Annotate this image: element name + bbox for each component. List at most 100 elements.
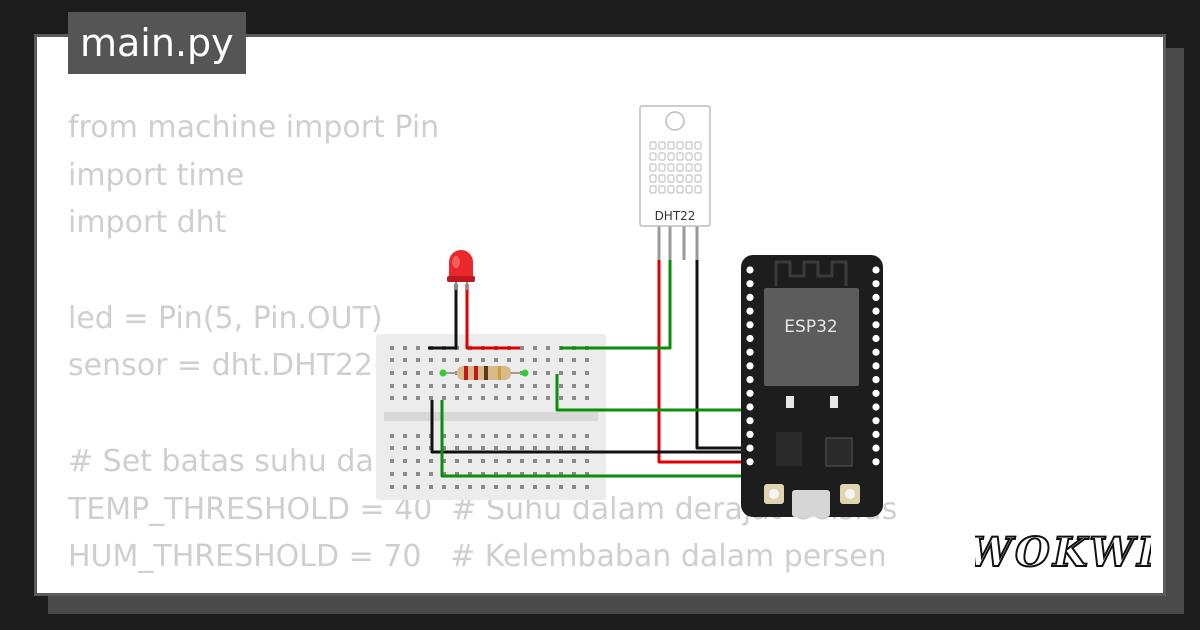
- breadboard-hole: [533, 396, 537, 400]
- header-pin: [872, 376, 880, 384]
- breadboard-hole: [572, 384, 576, 388]
- sensor-vent: [658, 141, 666, 150]
- breadboard-hole: [429, 472, 433, 476]
- breadboard-hole: [468, 384, 472, 388]
- header-pin: [746, 403, 754, 411]
- breadboard-hole: [416, 485, 420, 489]
- file-name-tab: main.py: [68, 12, 246, 74]
- breadboard-hole: [442, 446, 446, 450]
- breadboard-hole: [481, 396, 485, 400]
- esp32-label: ESP32: [784, 317, 837, 337]
- breadboard-hole: [429, 459, 433, 463]
- breadboard-hole: [416, 434, 420, 438]
- resistor: [439, 366, 529, 380]
- breadboard-hole: [416, 346, 420, 350]
- breadboard-hole: [507, 485, 511, 489]
- breadboard-hole: [481, 459, 485, 463]
- breadboard-hole: [390, 472, 394, 476]
- header-pin: [746, 389, 754, 397]
- sensor-vent: [649, 163, 657, 172]
- breadboard-hole: [533, 485, 537, 489]
- breadboard-hole: [403, 396, 407, 400]
- breadboard-hole: [585, 371, 589, 375]
- breadboard-hole: [520, 346, 524, 350]
- sensor-vent: [658, 174, 666, 183]
- breadboard-hole: [390, 485, 394, 489]
- header-pin: [746, 307, 754, 315]
- breadboard-hole: [520, 358, 524, 362]
- breadboard-hole: [390, 346, 394, 350]
- breadboard-hole: [572, 371, 576, 375]
- breadboard-hole: [546, 472, 550, 476]
- sensor-vent: [667, 152, 675, 161]
- breadboard-hole: [520, 384, 524, 388]
- breadboard-hole: [559, 485, 563, 489]
- breadboard-hole: [533, 371, 537, 375]
- sensor-vent: [694, 152, 702, 161]
- breadboard-hole: [585, 396, 589, 400]
- breadboard-hole: [520, 459, 524, 463]
- header-pin: [872, 293, 880, 301]
- breadboard-hole: [442, 485, 446, 489]
- breadboard-hole: [442, 384, 446, 388]
- breadboard-hole: [494, 384, 498, 388]
- breadboard-hole: [455, 459, 459, 463]
- sensor-vent: [649, 174, 657, 183]
- header-pin: [746, 376, 754, 384]
- breadboard-hole: [455, 485, 459, 489]
- sensor-vent: [685, 174, 693, 183]
- sensor-vent: [694, 185, 702, 194]
- breadboard-hole: [416, 472, 420, 476]
- breadboard-hole: [481, 358, 485, 362]
- breadboard-hole: [442, 434, 446, 438]
- breadboard-hole: [468, 472, 472, 476]
- code-line: sensor = dht.DHT22(: [68, 348, 385, 384]
- breadboard-hole: [416, 384, 420, 388]
- sensor-vent: [676, 141, 684, 150]
- breadboard-hole: [507, 384, 511, 388]
- header-pin: [872, 321, 880, 329]
- breadboard-hole: [468, 459, 472, 463]
- breadboard-hole: [403, 371, 407, 375]
- breadboard-hole: [390, 459, 394, 463]
- breadboard-hole: [429, 485, 433, 489]
- breadboard-hole: [494, 396, 498, 400]
- header-pin: [872, 280, 880, 288]
- breadboard-hole: [546, 346, 550, 350]
- breadboard-hole: [403, 485, 407, 489]
- sensor-vent: [667, 185, 675, 194]
- breadboard-hole: [507, 472, 511, 476]
- breadboard-hole: [455, 472, 459, 476]
- breadboard-hole: [507, 446, 511, 450]
- code-line: import time: [68, 157, 245, 193]
- breadboard-hole: [533, 358, 537, 362]
- breadboard-hole: [468, 358, 472, 362]
- breadboard-hole: [403, 434, 407, 438]
- breadboard-hole: [507, 434, 511, 438]
- header-pin: [746, 280, 754, 288]
- breadboard-hole: [546, 446, 550, 450]
- breadboard-hole: [455, 434, 459, 438]
- header-pin: [872, 430, 880, 438]
- header-pin: [746, 444, 754, 452]
- sensor-vent: [667, 141, 675, 150]
- breadboard-hole: [429, 358, 433, 362]
- breadboard-hole: [455, 358, 459, 362]
- sensor-vent: [676, 174, 684, 183]
- sensor-vent: [694, 141, 702, 150]
- breadboard-hole: [494, 446, 498, 450]
- breadboard-hole: [559, 396, 563, 400]
- breadboard-hole: [390, 358, 394, 362]
- header-pin: [872, 444, 880, 452]
- sensor-vent: [694, 163, 702, 172]
- breadboard-hole: [585, 384, 589, 388]
- code-line: # Set batas suhu dan: [68, 443, 393, 479]
- breadboard-hole: [468, 485, 472, 489]
- sensor-vent: [676, 163, 684, 172]
- breadboard-hole: [533, 384, 537, 388]
- breadboard-hole: [429, 371, 433, 375]
- breadboard-hole: [585, 485, 589, 489]
- header-pin: [746, 293, 754, 301]
- header-pin: [746, 266, 754, 274]
- header-pin: [746, 348, 754, 356]
